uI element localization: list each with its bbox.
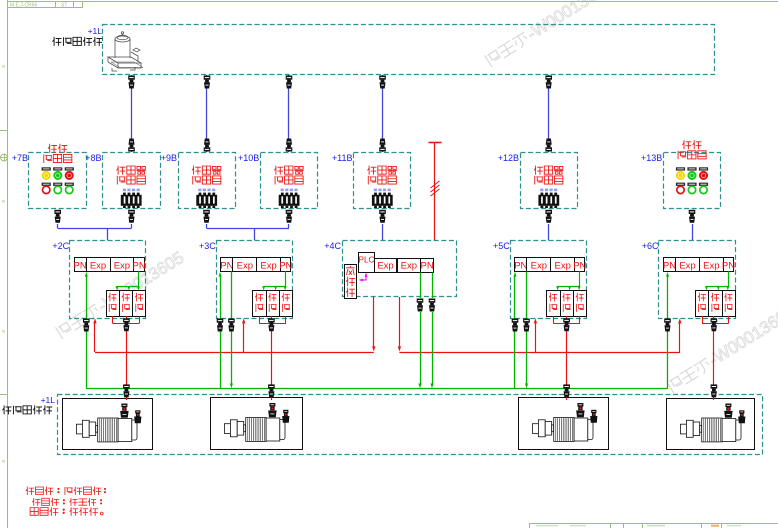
svg-text:PN: PN (279, 260, 292, 271)
svg-text:M.E.J-CR66: M.E.J-CR66 (10, 2, 37, 8)
svg-text:+3C: +3C (199, 241, 216, 251)
svg-text:PN: PN (722, 260, 735, 271)
svg-text:PN: PN (73, 260, 86, 271)
svg-text:+13B: +13B (641, 153, 662, 163)
svg-text:Exp: Exp (703, 260, 719, 271)
svg-text:Exp: Exp (237, 260, 253, 271)
svg-text:PN: PN (573, 260, 586, 271)
svg-text:Exp: Exp (377, 260, 393, 271)
svg-text:PN: PN (514, 260, 527, 271)
svg-text:Exp: Exp (679, 260, 695, 271)
svg-text:PN: PN (420, 260, 433, 271)
svg-text:+4C: +4C (324, 241, 341, 251)
svg-text:PLC: PLC (359, 256, 375, 265)
svg-text:+7B: +7B (12, 153, 28, 163)
svg-text:+12B: +12B (498, 153, 519, 163)
svg-text:PN: PN (132, 260, 145, 271)
svg-text:+11B: +11B (332, 153, 353, 163)
svg-text:+1L: +1L (88, 26, 103, 36)
svg-text:ST: ST (61, 2, 67, 8)
svg-text:Exp: Exp (555, 260, 571, 271)
svg-text:+1L: +1L (41, 395, 56, 405)
svg-text:+9B: +9B (161, 153, 177, 163)
svg-text:PN: PN (220, 260, 233, 271)
svg-text:+5C: +5C (493, 241, 510, 251)
svg-text:PN: PN (663, 260, 676, 271)
svg-text:+6C: +6C (642, 241, 659, 251)
svg-text:+2C: +2C (52, 241, 69, 251)
svg-text:+10B: +10B (238, 153, 259, 163)
svg-text:Exp: Exp (531, 260, 547, 271)
svg-text:Exp: Exp (260, 260, 276, 271)
svg-text:Exp: Exp (401, 260, 417, 271)
svg-text:Exp: Exp (90, 260, 106, 271)
svg-text:+8B: +8B (85, 153, 101, 163)
svg-text:Exp: Exp (114, 260, 130, 271)
